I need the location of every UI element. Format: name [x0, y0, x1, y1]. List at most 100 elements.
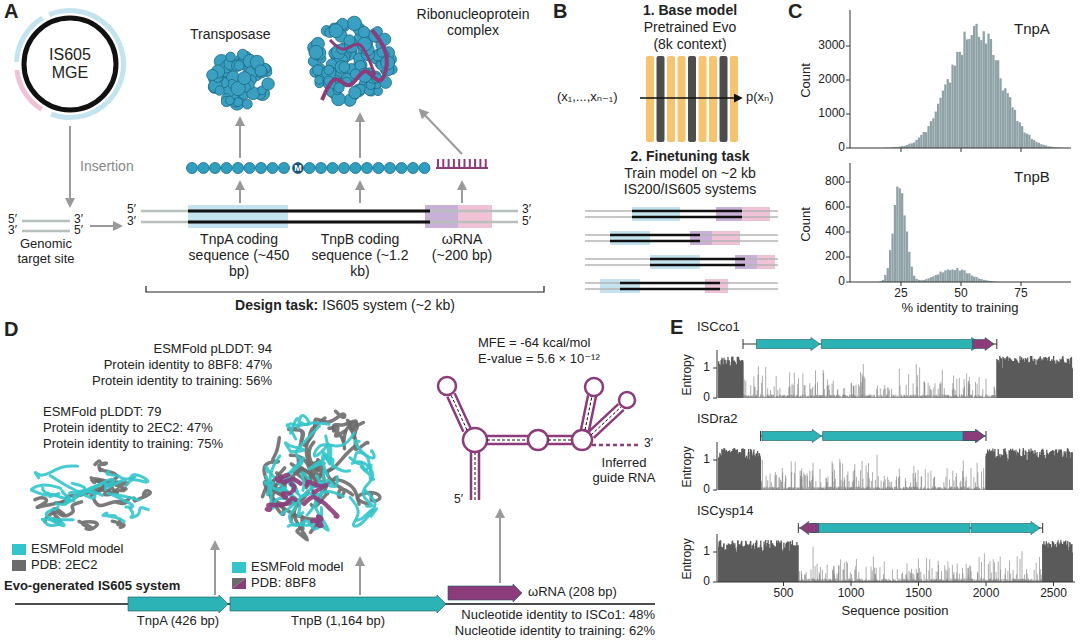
math-label: (x₁,...,xₙ₋₁) [557, 90, 618, 105]
atom-sphere [324, 65, 334, 75]
pointer-arrow [359, 558, 361, 595]
region-shade [632, 207, 680, 221]
histogram-bar [944, 84, 946, 148]
legend-text: PDB: 8BF8 [251, 576, 316, 591]
region-shade [610, 231, 650, 245]
model-layer [678, 56, 686, 142]
histogram-bar [951, 65, 953, 148]
residue-bead [244, 163, 255, 174]
panel-a-art [187, 16, 489, 203]
model-layer [688, 56, 696, 142]
element-strand [650, 259, 745, 265]
histogram-bar [913, 276, 915, 282]
tick-label: 50 [954, 287, 967, 301]
protein-cartoon [130, 508, 148, 518]
residue-bead [304, 163, 315, 174]
histogram-bar [975, 277, 977, 282]
tick-label: 1000 [838, 587, 865, 601]
histogram-bar [896, 187, 898, 282]
gene-label: TnpA (426 bp) [137, 614, 219, 629]
atom-sphere [207, 69, 218, 80]
residue-bead [279, 163, 290, 174]
tick-label: 800 [825, 175, 845, 189]
histogram-bar [906, 231, 908, 282]
metric-text: Nucleotide identity to ISCo1: 48% [461, 608, 655, 623]
histogram-bar [1021, 126, 1023, 148]
legend-text: ESMFold model [31, 542, 123, 557]
histogram-bar [968, 39, 970, 148]
residue-bead [385, 163, 396, 174]
histogram-bar [894, 205, 896, 282]
histogram-bar [908, 252, 910, 282]
atom-sphere [215, 86, 224, 95]
protein-cartoon [283, 484, 294, 497]
tick-label: 0 [703, 483, 710, 497]
base-pairs [585, 396, 592, 430]
rna-loop [619, 392, 635, 408]
rna-stem [548, 436, 572, 444]
task-label: Design task: [235, 297, 318, 313]
protein-cartoon [103, 513, 124, 522]
histogram-bar [927, 126, 929, 148]
gene-arrow [823, 430, 985, 443]
tick-label: 1000 [818, 107, 845, 121]
region-shade [690, 231, 712, 245]
element-strand [188, 210, 430, 213]
region-label: TnpA coding sequence (~450 bp) [185, 231, 293, 279]
residue-bead [373, 163, 384, 174]
dna-strand [585, 235, 778, 241]
tick-label: 1 [703, 453, 710, 467]
histogram-bar [939, 272, 941, 282]
legend-swatch [232, 562, 246, 573]
histogram-bar [971, 275, 973, 282]
gene-label: TnpB (1,164 bp) [291, 614, 385, 629]
histogram-bar [951, 269, 953, 282]
model-layer [667, 56, 675, 142]
region-shade [712, 231, 740, 245]
strand-end: 3′ [644, 437, 653, 451]
protein-cartoon [307, 482, 326, 492]
entropy-trace [799, 547, 1043, 582]
histogram-bar [978, 278, 980, 282]
rna-strand [330, 40, 375, 75]
atom-sphere [234, 98, 243, 107]
gene-arrow [128, 595, 228, 613]
rna-stem [447, 393, 470, 431]
residue-bead [221, 163, 232, 174]
histogram-bar [990, 39, 992, 148]
panel-letter: C [788, 0, 802, 23]
protein-cartoon [267, 498, 295, 509]
residue-bead [293, 163, 304, 174]
dna-strand [585, 283, 778, 289]
rna-loop [572, 430, 592, 450]
dna-strand [141, 210, 518, 213]
histogram-bar [1014, 110, 1016, 148]
region-label: ωRNA (~200 bp) [424, 231, 500, 263]
step-title: 2. Finetuning task [630, 148, 749, 164]
series-label: TnpA [1014, 20, 1050, 37]
protein-cartoon [31, 485, 60, 497]
histogram-bar [935, 112, 937, 148]
histogram-bar [968, 273, 970, 282]
sequence-arrow [640, 97, 741, 99]
atom-sphere [358, 26, 370, 38]
step-title: 1. Base model [643, 2, 737, 18]
region-shade [716, 207, 742, 221]
tick-label: 2000 [818, 73, 845, 87]
atom-sphere [315, 76, 323, 84]
histogram-bar [913, 142, 915, 148]
metric-text: Protein identity to training: 56% [92, 374, 272, 389]
edge-label: Insertion [80, 158, 134, 174]
histogram-bar [918, 138, 920, 148]
tick-label: 400 [825, 225, 845, 239]
tick-label: 1 [703, 545, 710, 559]
histogram-bar [908, 144, 910, 148]
histogram-bar [1002, 90, 1004, 148]
rna-strand [322, 30, 387, 100]
histogram-bar [942, 91, 944, 148]
residue-bead [187, 163, 198, 174]
gene-arrow [800, 522, 819, 535]
histogram-bar [891, 234, 893, 282]
histogram-bar [966, 39, 968, 148]
